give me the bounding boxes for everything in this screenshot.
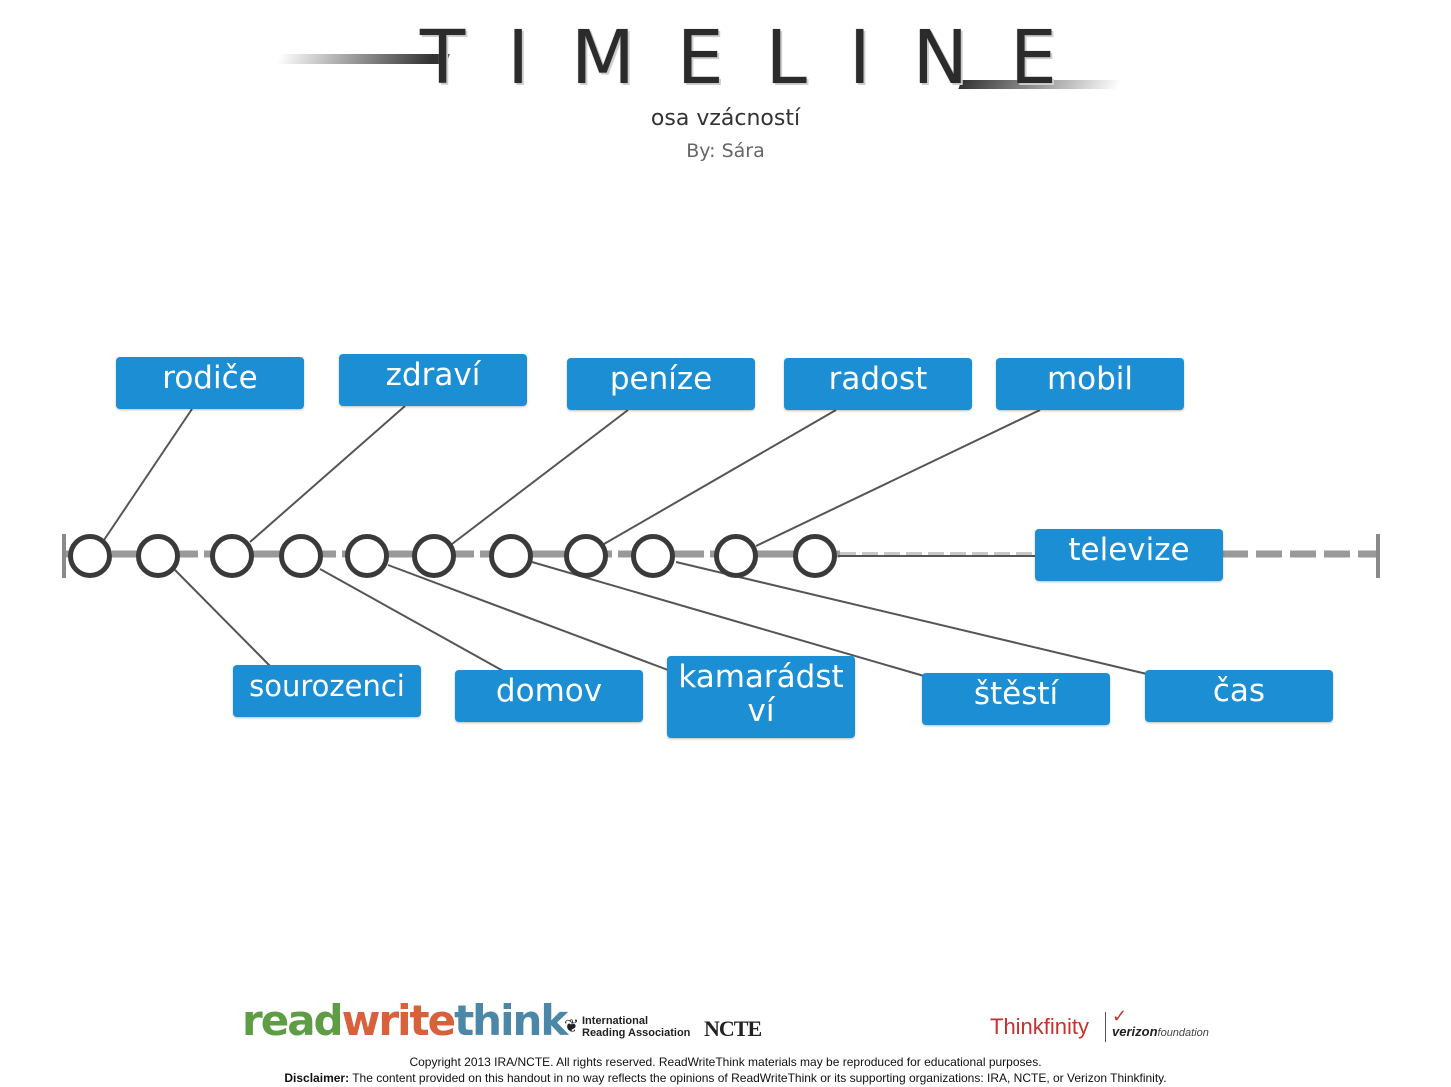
event-box-kamaradstvi: kamarádství bbox=[667, 656, 855, 738]
event-box-stesti: štěstí bbox=[922, 673, 1110, 725]
connector-mobil bbox=[755, 409, 1041, 547]
timeline-node bbox=[564, 534, 608, 578]
disclaimer-text: The content provided on this handout in … bbox=[349, 1071, 1167, 1085]
connector-cas bbox=[675, 561, 1148, 675]
thinkfinity-logo: Thinkfinity bbox=[990, 1014, 1090, 1039]
ira-logo-text: International Reading Association bbox=[582, 1015, 690, 1039]
timeline-node bbox=[631, 534, 675, 578]
timeline-node bbox=[793, 534, 837, 578]
timeline-node bbox=[68, 534, 112, 578]
event-box-sourozenci: sourozenci bbox=[233, 665, 421, 717]
timeline-node bbox=[136, 534, 180, 578]
connector-penize bbox=[451, 409, 629, 545]
verizon-foundation-logo: verizonfoundation bbox=[1112, 1024, 1209, 1039]
connector-zdravi bbox=[249, 405, 406, 543]
disclaimer-label: Disclaimer: bbox=[284, 1071, 350, 1085]
verizon-check-icon: ✓ bbox=[1112, 1006, 1128, 1027]
readwritethink-logo: readwritethink bbox=[242, 996, 568, 1045]
connector-radost bbox=[603, 409, 837, 545]
timeline-node bbox=[714, 534, 758, 578]
event-box-zdravi: zdraví bbox=[339, 354, 527, 406]
page-title: TIMELINE bbox=[420, 15, 1099, 101]
timeline-node bbox=[279, 534, 323, 578]
timeline-subtitle: osa vzácností bbox=[650, 106, 801, 131]
event-box-domov: domov bbox=[455, 670, 643, 722]
title-banner: TIMELINE bbox=[270, 18, 1130, 102]
rwt-write: write bbox=[341, 996, 456, 1045]
verizon-text: verizon bbox=[1112, 1024, 1158, 1039]
connector-kamaradstvi bbox=[387, 564, 669, 671]
event-box-radost: radost bbox=[784, 358, 972, 410]
timeline-node bbox=[210, 534, 254, 578]
event-box-penize: peníze bbox=[567, 358, 755, 410]
ncte-logo: NCTE bbox=[704, 1016, 762, 1041]
rwt-think: think bbox=[454, 996, 568, 1045]
author-byline: By: Sára bbox=[686, 140, 765, 162]
event-box-cas: čas bbox=[1145, 670, 1333, 722]
axis-start-tick bbox=[62, 534, 66, 578]
timeline-node bbox=[412, 534, 456, 578]
ira-line2: Reading Association bbox=[582, 1027, 691, 1039]
copyright-notice: Copyright 2013 IRA/NCTE. All rights rese… bbox=[409, 1055, 1042, 1069]
connector-sourozenci bbox=[173, 568, 273, 669]
timeline-node bbox=[345, 534, 389, 578]
event-box-televize: televize bbox=[1035, 529, 1223, 581]
timeline-node bbox=[489, 534, 533, 578]
event-box-rodice: rodiče bbox=[116, 357, 304, 409]
connector-domov bbox=[319, 568, 506, 673]
foundation-text: foundation bbox=[1157, 1027, 1209, 1039]
connector-rodice bbox=[103, 408, 193, 541]
axis-end-tick bbox=[1376, 534, 1380, 578]
connector-stesti bbox=[531, 561, 925, 677]
rwt-read: read bbox=[242, 996, 344, 1045]
event-box-mobil: mobil bbox=[996, 358, 1184, 410]
logo-divider bbox=[1105, 1012, 1106, 1042]
ira-line1: International bbox=[582, 1015, 649, 1027]
disclaimer-notice: Disclaimer: The content provided on this… bbox=[0, 1071, 1451, 1085]
ira-logo-icon: ❦ bbox=[564, 1016, 580, 1037]
